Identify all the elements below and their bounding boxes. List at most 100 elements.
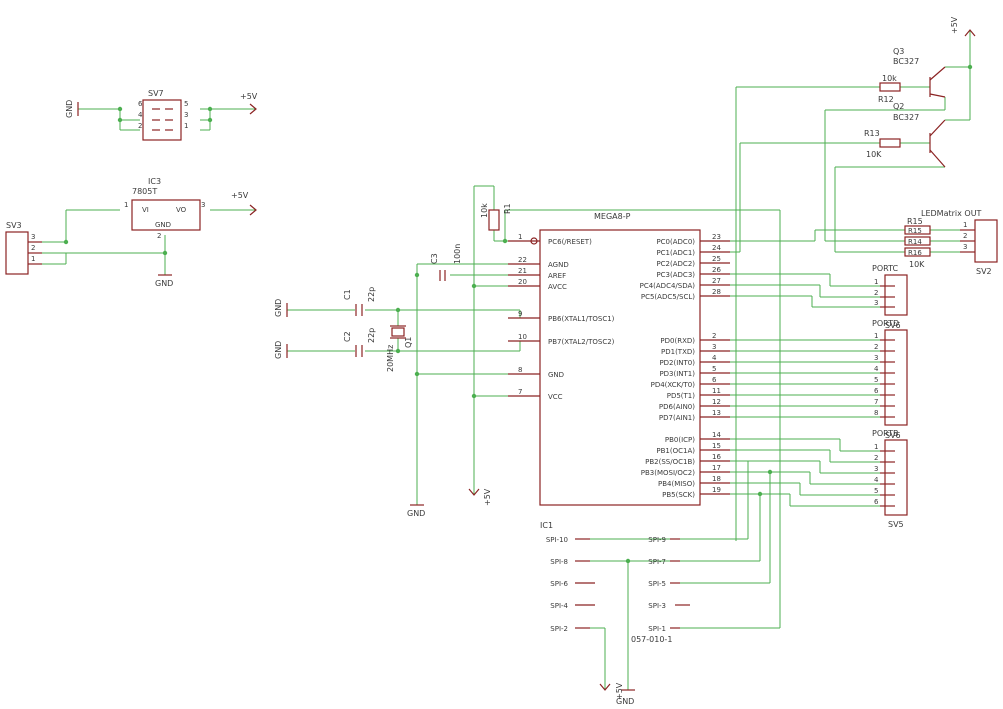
mcu-right-pin-num: 3 xyxy=(712,343,716,351)
mcu-left-pin-num: 21 xyxy=(518,267,527,275)
ic3-pin-1: 1 xyxy=(124,201,128,209)
mcu-right-pin-name: PD4(XCK/T0) xyxy=(651,381,696,389)
mcu-right-pin-num: 17 xyxy=(712,464,721,472)
mcu-name: MEGA8-P xyxy=(594,212,631,221)
mcu-right-pin-name: PC1(ADC1) xyxy=(656,249,695,257)
ic3-pin-2: 2 xyxy=(157,232,161,240)
portc-pin-3: 3 xyxy=(874,299,878,307)
q3-name: Q3 xyxy=(893,47,904,56)
portd-title: PORTD xyxy=(872,319,899,328)
portd-pin: 2 xyxy=(874,343,878,351)
isp-right-pin: SPI-9 xyxy=(648,536,666,544)
r12-name: R12 xyxy=(878,95,894,104)
portd-name: SV6 xyxy=(885,321,901,330)
isp-supply-label: +5V xyxy=(615,682,624,700)
sv7-pin-2: 2 xyxy=(138,122,142,130)
mcu-right-pin-name: PB1(OC1A) xyxy=(656,447,695,455)
led-out-title: LEDMatrix OUT xyxy=(921,209,982,218)
mcu-right-pin-num: 6 xyxy=(712,376,717,384)
portd-pin: 3 xyxy=(874,354,878,362)
c1-name: C1 xyxy=(343,289,352,300)
supply-top-label: +5V xyxy=(950,16,959,34)
mcu-right-pin-name: PC2(ADC2) xyxy=(656,260,695,268)
mcu-left-pin-num: 10 xyxy=(518,333,527,341)
ic3-name: IC3 xyxy=(148,177,161,186)
portc-title: PORTC xyxy=(872,264,899,273)
mcu-right-pin-num: 4 xyxy=(712,354,717,362)
isp-right-pin: SPI-3 xyxy=(648,602,666,610)
sv3-pin-2: 2 xyxy=(31,244,35,252)
sv7-pin-3: 3 xyxy=(184,111,188,119)
r1-value: 10k xyxy=(480,203,489,218)
mcu-right-pin-name: PD0(RXD) xyxy=(660,337,695,345)
mcu-left-pin-num: 9 xyxy=(518,310,522,318)
portb-pin: 2 xyxy=(874,454,878,462)
q2-value: BC327 xyxy=(893,113,919,122)
sv7-name: SV7 xyxy=(148,89,164,98)
parts xyxy=(5,29,998,691)
ic3-value: 7805T xyxy=(132,187,157,196)
r1-name: R1 xyxy=(503,203,512,214)
c2-value: 22p xyxy=(367,328,376,343)
isp-left-pin: SPI-8 xyxy=(550,558,568,566)
mcu-right-pin-name: PC0(ADC0) xyxy=(656,238,695,246)
mcu-right-pin-num: 27 xyxy=(712,277,721,285)
sv2-name: SV2 xyxy=(976,267,992,276)
q3-value: BC327 xyxy=(893,57,919,66)
wires xyxy=(42,30,971,690)
portd-pin: 6 xyxy=(874,387,879,395)
portb-pin: 1 xyxy=(874,443,878,451)
mcu-left-pin-num: 1 xyxy=(518,233,522,241)
supply-rail-label: +5V xyxy=(483,488,492,506)
r13-value: 10K xyxy=(866,150,882,159)
mcu-left-pin-name: AGND xyxy=(548,261,569,269)
ic3-gnd-label: GND xyxy=(155,279,173,288)
sv2-pin-3: 3 xyxy=(963,243,967,251)
portb-pin: 5 xyxy=(874,487,878,495)
portb-name: SV5 xyxy=(888,520,904,529)
sv3-pin-3: 3 xyxy=(31,233,35,241)
mcu-right-pin-num: 14 xyxy=(712,431,721,439)
mcu-right-pin-name: PD7(AIN1) xyxy=(659,414,695,422)
mcu-right-pin-name: PB5(SCK) xyxy=(662,491,695,499)
mcu-right-pin-name: PB0(ICP) xyxy=(665,436,695,444)
mcu-left-pin-num: 22 xyxy=(518,256,527,264)
mcu-left-pin-num: 20 xyxy=(518,278,527,286)
mcu-right-pin-name: PC4(ADC4/SDA) xyxy=(640,282,696,290)
mcu-right-pin-num: 15 xyxy=(712,442,721,450)
junctions xyxy=(63,64,973,564)
portb-pin: 6 xyxy=(874,498,879,506)
mcu-right-pin-name: PD6(AIN0) xyxy=(659,403,695,411)
mcu-left-pin-name: PC6(/RESET) xyxy=(548,238,592,246)
portb-title: PORTB xyxy=(872,429,898,438)
r12-value: 10k xyxy=(882,74,897,83)
mcu-right-pin-num: 24 xyxy=(712,244,721,252)
c3-value: 100n xyxy=(453,244,462,264)
mcu-right-pin-num: 5 xyxy=(712,365,716,373)
mcu-right-pin-num: 13 xyxy=(712,409,721,417)
isp-right-pin: SPI-5 xyxy=(648,580,666,588)
mcu-left-pin-num: 8 xyxy=(518,366,522,374)
c1-gnd-label: GND xyxy=(274,299,283,317)
ic3-vo: VO xyxy=(176,206,187,214)
portd-pin: 8 xyxy=(874,409,878,417)
sv2-pin-2: 2 xyxy=(963,232,967,240)
mcu-right-pin-name: PC3(ADC3) xyxy=(656,271,695,279)
isp-right-pin: SPI-1 xyxy=(648,625,666,633)
isp-left-pin: SPI-10 xyxy=(546,536,568,544)
q2-name: Q2 xyxy=(893,102,904,111)
mcu-right-pin-name: PC5(ADC5/SCL) xyxy=(641,293,695,301)
portc-pin-1: 1 xyxy=(874,278,878,286)
mcu-right-pin-num: 25 xyxy=(712,255,721,263)
portd-pin: 5 xyxy=(874,376,878,384)
mcu-right-pin-name: PD1(TXD) xyxy=(661,348,695,356)
c2-gnd-label: GND xyxy=(274,341,283,359)
isp-left-pin: SPI-4 xyxy=(550,602,568,610)
r13-name: R13 xyxy=(864,129,880,138)
mcu-right-pin-num: 18 xyxy=(712,475,721,483)
ic3-supply-label: +5V xyxy=(231,191,249,200)
isp-right-pin: SPI-7 xyxy=(648,558,666,566)
isp-part: 057-010-1 xyxy=(631,635,672,644)
mcu-right-pin-name: PD3(INT1) xyxy=(659,370,695,378)
portb-pin: 4 xyxy=(874,476,879,484)
